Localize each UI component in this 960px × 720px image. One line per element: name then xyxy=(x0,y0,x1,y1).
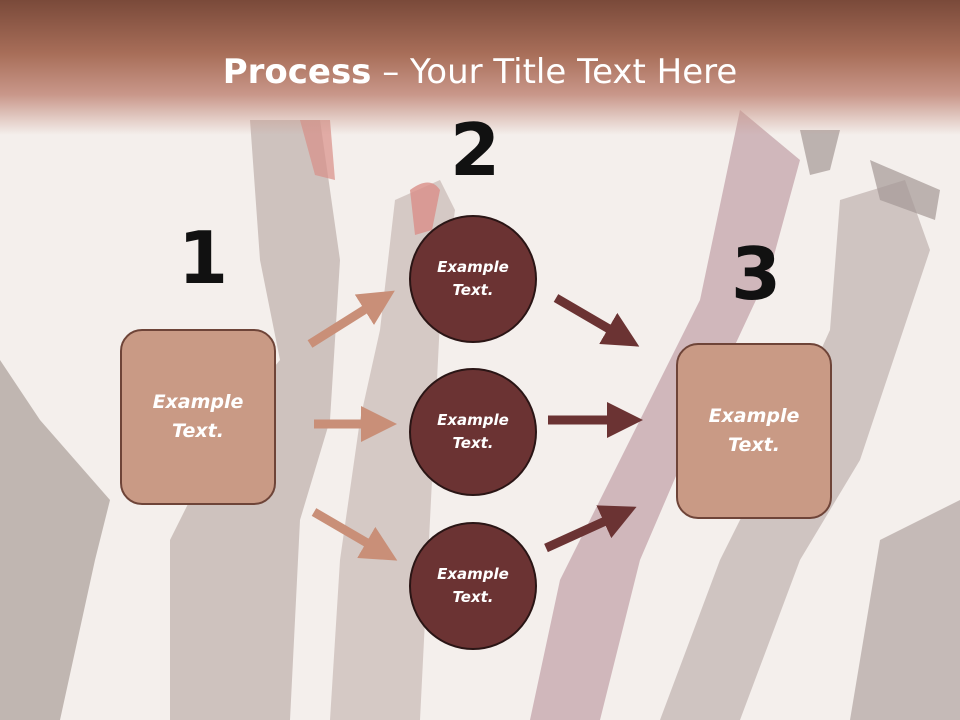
circle-1-line-1: Example xyxy=(437,258,509,276)
arrow-to-circle-1 xyxy=(307,290,395,348)
right-box-line-2: Text. xyxy=(728,434,780,456)
step-number-2: 2 xyxy=(450,108,501,192)
slide-title: Process – Your Title Text Here xyxy=(0,52,960,92)
arrow-to-circle-3 xyxy=(311,508,398,561)
arrow-from-circle-1 xyxy=(553,294,640,347)
circle-3-line-2: Text. xyxy=(452,588,494,606)
circle-1-line-2: Text. xyxy=(452,281,494,299)
slide-title-rest: – Your Title Text Here xyxy=(371,52,738,92)
left-box-line-1: Example xyxy=(152,391,244,413)
title-bar xyxy=(0,0,960,135)
circle-2-line-1: Example xyxy=(437,411,509,429)
right-box-line-1: Example xyxy=(708,405,800,427)
circle-2-line-2: Text. xyxy=(452,434,494,452)
slide-title-bold: Process xyxy=(222,52,372,92)
step-number-3: 3 xyxy=(731,232,782,316)
step-number-1: 1 xyxy=(178,216,229,300)
arrow-from-circle-3 xyxy=(544,505,637,553)
left-box-line-2: Text. xyxy=(172,420,224,442)
circle-3-line-1: Example xyxy=(437,565,509,583)
